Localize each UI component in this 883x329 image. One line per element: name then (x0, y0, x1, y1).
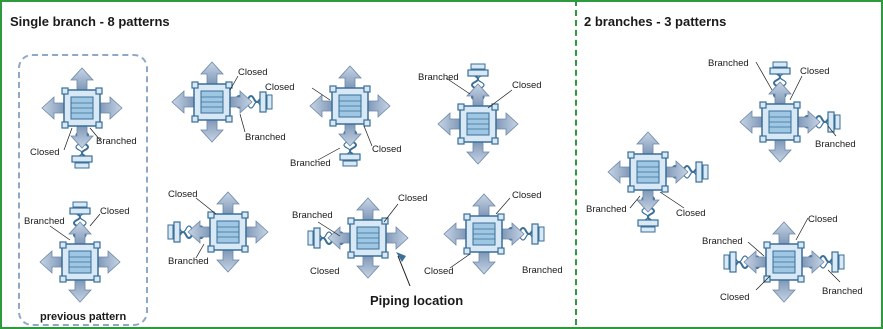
label-branched: Branched (24, 216, 65, 227)
label-branched: Branched (245, 132, 286, 143)
label-branched: Branched (708, 58, 749, 69)
single-branch-title: Single branch - 8 patterns (10, 14, 170, 29)
label-branched: Branched (96, 136, 137, 147)
label-closed: Closed (100, 206, 130, 217)
label-closed: Closed (30, 147, 60, 158)
previous-pattern-box (18, 54, 148, 326)
panel-divider (575, 0, 577, 325)
piping-location-pointer (396, 252, 411, 287)
label-closed: Closed (800, 66, 830, 77)
label-closed: Closed (372, 144, 402, 155)
label-closed: Closed (265, 82, 295, 93)
label-closed: Closed (512, 190, 542, 201)
label-branched: Branched (522, 265, 563, 276)
two-branches-title: 2 branches - 3 patterns (584, 14, 727, 29)
label-closed: Closed (720, 292, 750, 303)
piping-location-label: Piping location (370, 293, 464, 308)
label-closed: Closed (238, 67, 268, 78)
label-closed: Closed (808, 214, 838, 225)
label-closed: Closed (676, 208, 706, 219)
label-branched: Branched (292, 210, 333, 221)
label-closed: Closed (398, 193, 428, 204)
label-closed: Closed (424, 266, 454, 277)
label-branched: Branched (418, 72, 459, 83)
label-closed: Closed (310, 266, 340, 277)
previous-pattern-label: previous pattern (38, 311, 129, 323)
label-branched: Branched (290, 158, 331, 169)
leader-lines (49, 61, 841, 291)
component-labels: Closed Branched Closed Branched Closed B… (24, 58, 863, 303)
label-branched: Branched (815, 139, 856, 150)
label-branched: Branched (702, 236, 743, 247)
label-branched: Branched (822, 286, 863, 297)
label-branched: Branched (586, 204, 627, 215)
label-branched: Branched (168, 256, 209, 267)
label-closed: Closed (512, 80, 542, 91)
label-closed: Closed (168, 189, 198, 200)
